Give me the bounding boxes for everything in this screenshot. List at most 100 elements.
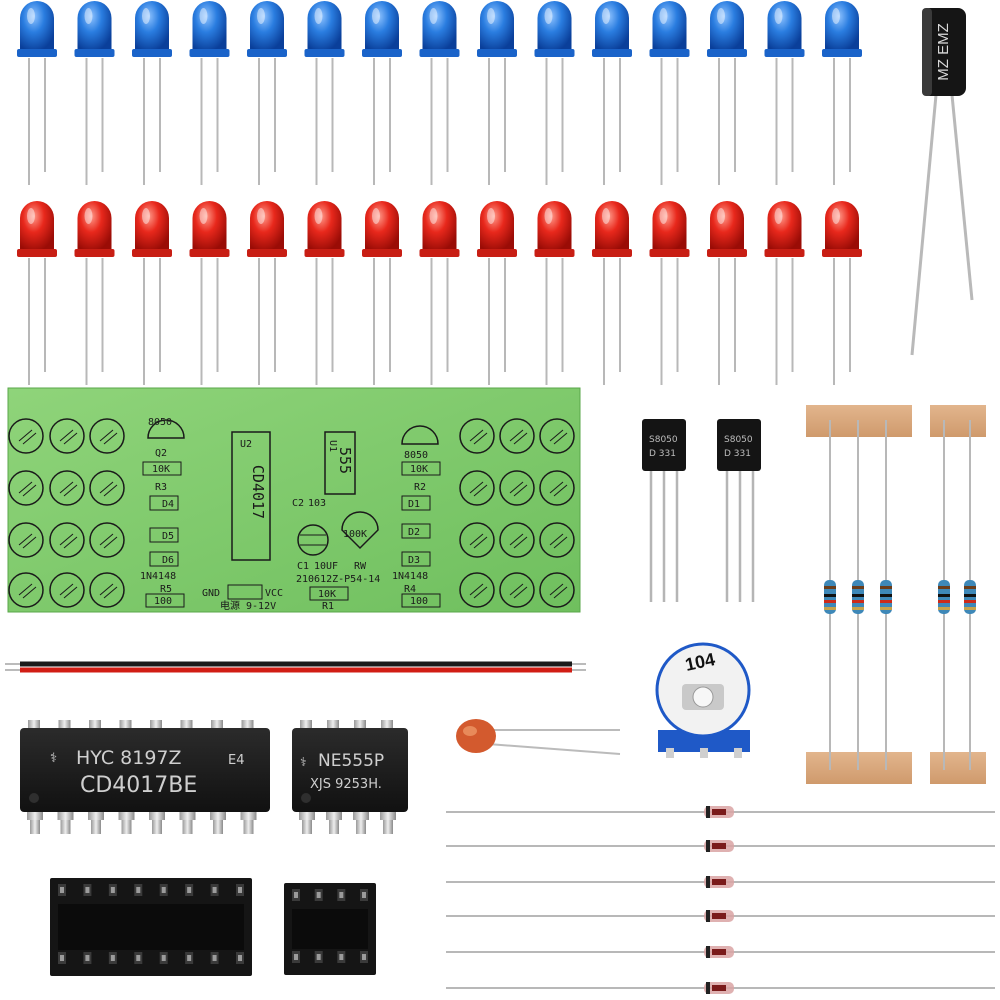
diode [446, 876, 995, 888]
ic-cd4017: ⚕ HYC 8197Z E4 CD4017BE [20, 720, 270, 834]
diode [446, 946, 995, 958]
blue-led [362, 1, 402, 185]
blue-led [304, 1, 345, 185]
ne555-marking-2: XJS 9253H. [310, 777, 382, 792]
pcb-label-rw: RW [354, 561, 367, 572]
resistor [964, 420, 976, 770]
pcb-label-q2-part: 8050 [148, 417, 172, 428]
pcb-led-footprint [89, 418, 125, 454]
pcb-led-footprint [499, 418, 535, 454]
pcb-label-power: 电源 9-12V [220, 599, 276, 612]
red-led [419, 201, 460, 385]
blue-led [764, 1, 805, 185]
blue-led [649, 1, 690, 185]
pcb-label-r4: R4 [404, 584, 416, 595]
blue-led [477, 1, 517, 185]
pcb-label-r5-value: 100 [154, 596, 172, 607]
pcb-led-footprint [539, 572, 575, 608]
pcb-led-footprint [499, 470, 535, 506]
red-led [592, 201, 632, 385]
red-led [132, 201, 172, 385]
pcb-led-footprint [89, 522, 125, 558]
pcb-label-gnd: GND [202, 588, 220, 599]
transistor-1-marking-1: S8050 [649, 435, 678, 445]
ic-ne555: ⚕ NE555P XJS 9253H. [292, 720, 408, 834]
red-led [707, 201, 747, 385]
blue-led-row [17, 1, 862, 185]
cd4017-marking-1: HYC 8197Z [76, 747, 182, 769]
ceramic-capacitor [456, 719, 621, 755]
taped-resistors [806, 405, 986, 784]
blue-led [707, 1, 747, 185]
pcb-label-d3: D3 [408, 555, 420, 566]
pcb-led-footprint [499, 522, 535, 558]
red-led [189, 201, 230, 385]
diodes-1n4148 [446, 806, 995, 994]
ic-socket-8-pin [284, 883, 376, 975]
pcb-label-r1: R1 [322, 601, 334, 612]
red-led [822, 201, 862, 385]
pcb-label-1n4148-right: 1N4148 [392, 571, 428, 582]
electrolytic-capacitor: MZ EMZ [910, 8, 974, 356]
ti-logo-icon: ⚕ [50, 751, 57, 766]
red-led [17, 201, 57, 385]
pcb-led-footprint [89, 470, 125, 506]
pcb-label-d2: D2 [408, 527, 420, 538]
pcb-label-r1-value: 10K [318, 589, 336, 600]
red-led [304, 201, 345, 385]
blue-led [247, 1, 287, 185]
pcb-label-c1: C1 [297, 561, 309, 572]
pcb-label-cd4017: CD4017 [249, 465, 267, 519]
blue-led [74, 1, 115, 185]
blue-led [592, 1, 632, 185]
resistor [824, 420, 836, 770]
ti-logo-icon-2: ⚕ [300, 755, 307, 769]
ic-socket-16-pin [50, 878, 252, 976]
blue-led [822, 1, 862, 185]
resistor [880, 420, 892, 770]
pcb-label-c1-value: 10UF [314, 561, 338, 572]
potentiometer: 104 [655, 642, 751, 758]
pcb-label-d4: D4 [162, 499, 174, 510]
pcb-led-footprint [49, 572, 85, 608]
pcb-led-footprint [539, 522, 575, 558]
pcb-label-board-id: 210612Z-P54-14 [296, 574, 380, 585]
pcb-led-footprint [459, 522, 495, 558]
transistor-1: S8050 D 331 [642, 419, 686, 602]
red-led [649, 201, 690, 385]
pcb-led-footprint [49, 470, 85, 506]
red-led [362, 201, 402, 385]
pcb-label-r3: R3 [155, 482, 167, 493]
power-wire [5, 661, 586, 673]
transistor-2-marking-1: S8050 [724, 435, 753, 445]
pcb-led-footprint [89, 572, 125, 608]
transistor-1-marking-2: D 331 [649, 449, 676, 459]
pcb-label-d5: D5 [162, 531, 174, 542]
pcb-label-r2-value: 10K [410, 464, 428, 475]
pcb-led-footprint [8, 418, 44, 454]
blue-led [534, 1, 575, 185]
pcb-led-footprint [8, 522, 44, 558]
pcb-label-c2: C2 [292, 498, 304, 509]
blue-led [189, 1, 230, 185]
pcb-label-q2: Q2 [155, 448, 167, 459]
diode [446, 840, 995, 852]
pcb-label-r2: R2 [414, 482, 426, 493]
pcb-led-footprint [459, 418, 495, 454]
pcb-led-footprint [8, 470, 44, 506]
resistor [938, 420, 950, 770]
pcb-led-footprints [8, 418, 575, 608]
transistor-2-marking-2: D 331 [724, 449, 751, 459]
diode [446, 982, 995, 994]
pcb-led-footprint [499, 572, 535, 608]
capacitor-marking: MZ EMZ [935, 23, 952, 81]
resistor [852, 420, 864, 770]
diode [446, 910, 995, 922]
pcb-label-r3-value: 10K [152, 464, 170, 475]
pcb-led-footprint [459, 572, 495, 608]
red-led [764, 201, 805, 385]
pcb-led-footprint [459, 470, 495, 506]
pcb-label-d6: D6 [162, 555, 174, 566]
pcb-led-footprint [8, 572, 44, 608]
